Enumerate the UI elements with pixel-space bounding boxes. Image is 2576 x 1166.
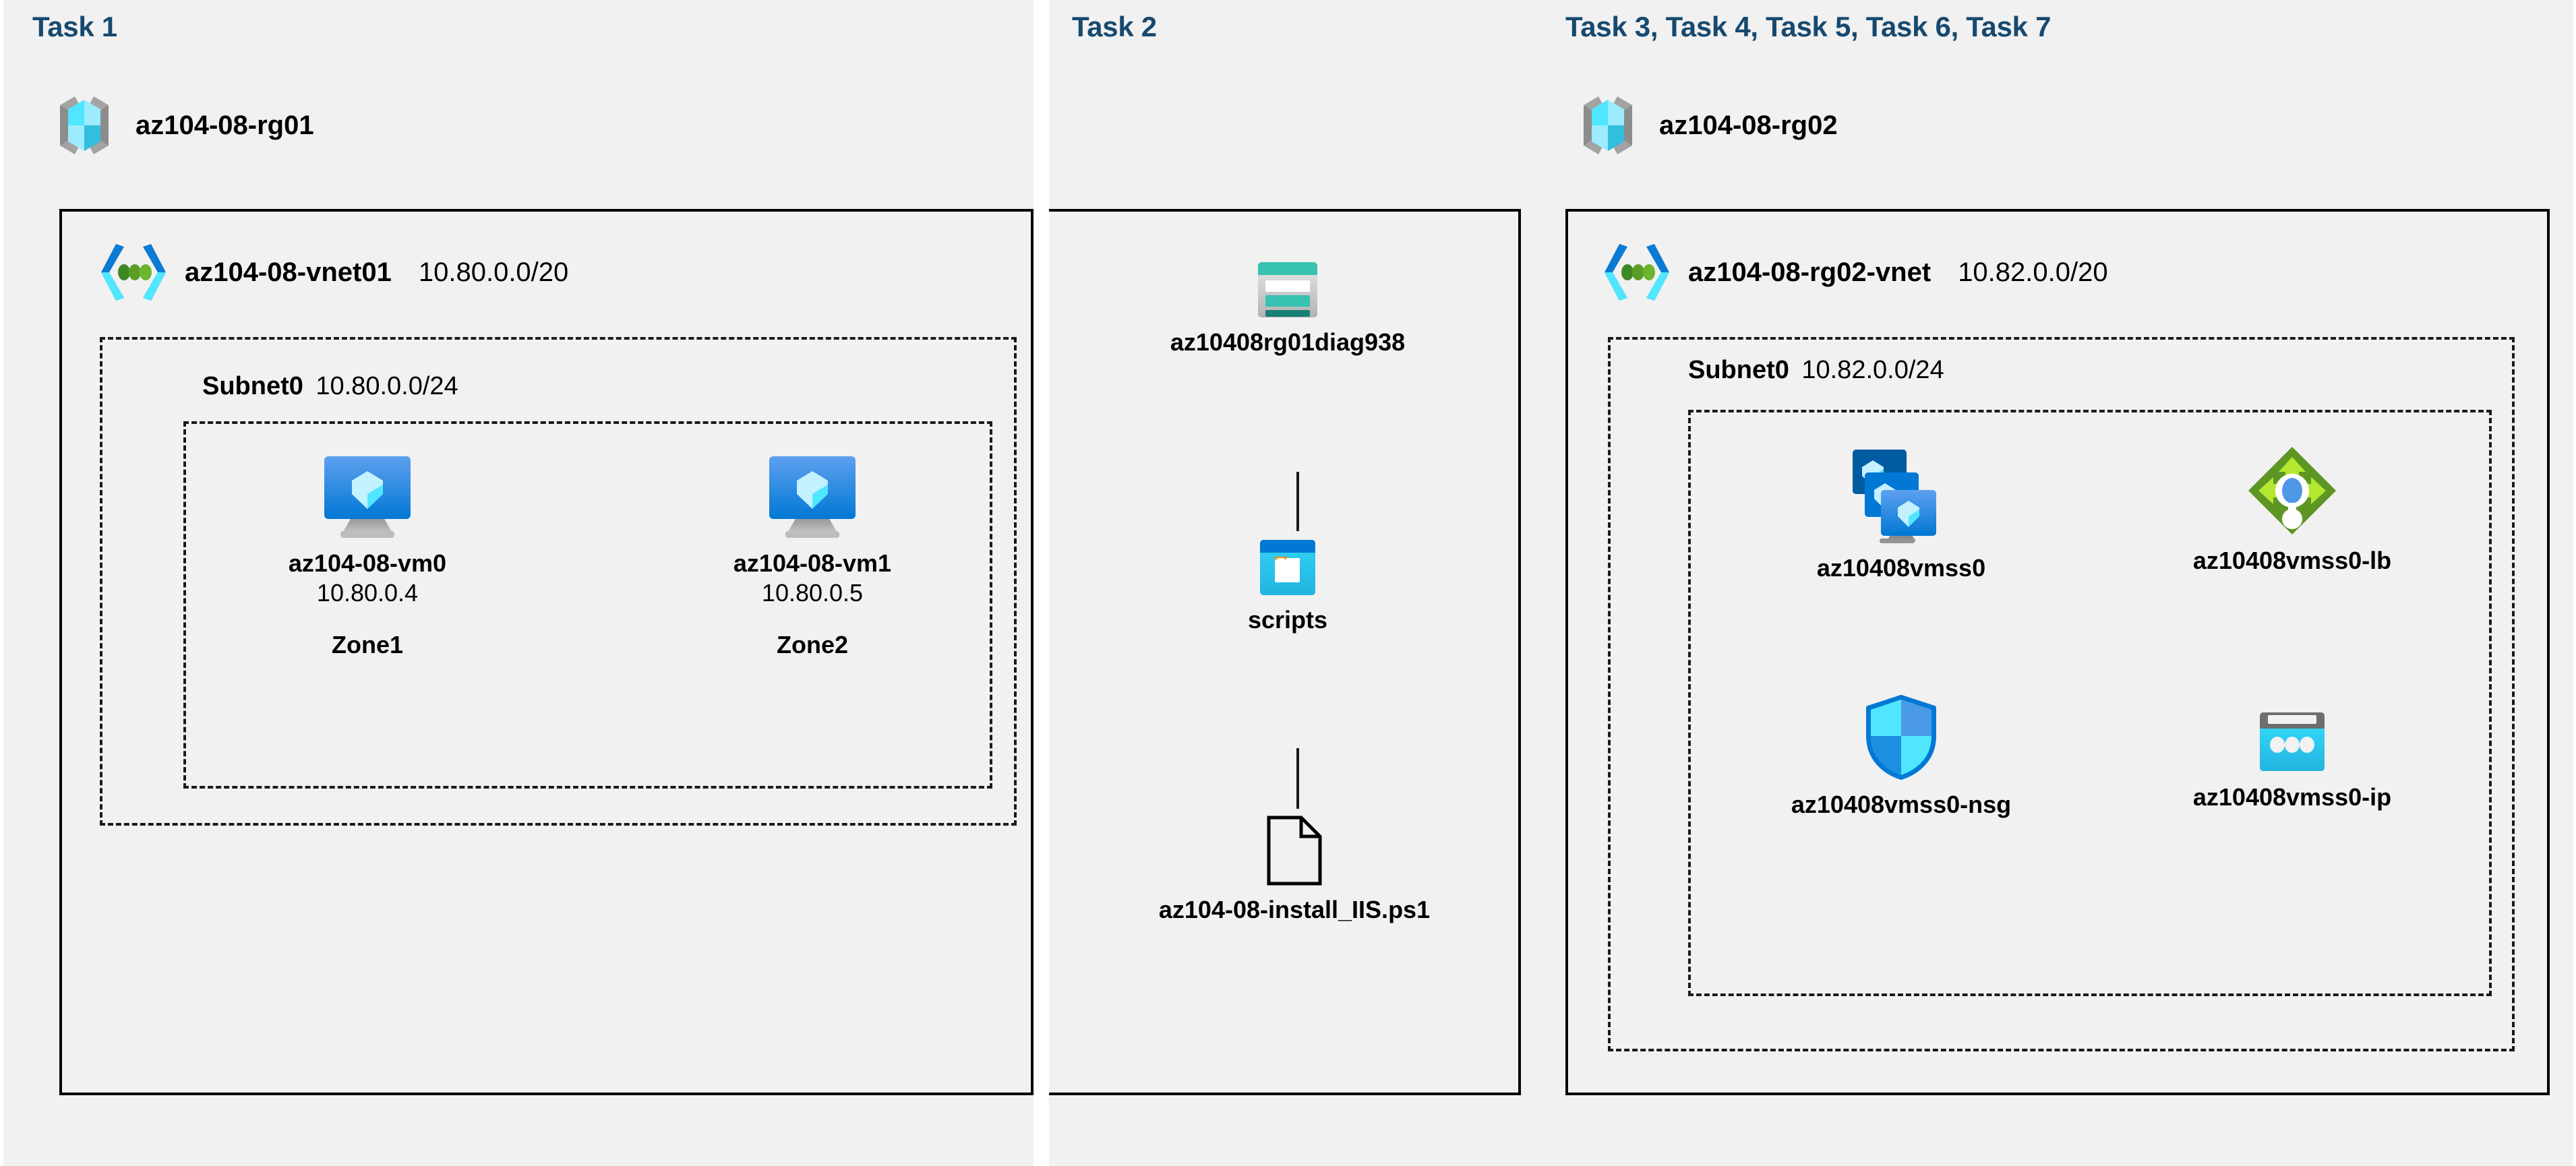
task1-subnet: Subnet0 10.80.0.0/24 — [202, 372, 458, 401]
vmss-label: az10408vmss0 — [1816, 554, 1986, 582]
task2-content-box — [1049, 209, 1521, 1095]
blob-container-node: scripts — [1153, 539, 1422, 635]
task3-resource-group: az104-08-rg02 — [1574, 89, 1838, 162]
storage-account-node: az10408rg01diag938 — [1119, 262, 1456, 357]
connector-container-to-file — [1296, 748, 1299, 809]
container-label: scripts — [1247, 606, 1328, 634]
task3-subnet: Subnet0 10.82.0.0/24 — [1688, 356, 1944, 385]
vm-scale-set-node: az10408vmss0 — [1753, 448, 2049, 583]
subnet-cidr: 10.80.0.0/24 — [316, 372, 458, 400]
vm-label: az104-08-vm0 — [288, 549, 447, 577]
vm-zone: Zone2 — [776, 630, 848, 658]
task3-vnet: az104-08-rg02-vnet 10.82.0.0/20 — [1603, 240, 2108, 305]
virtual-network-icon — [100, 240, 167, 305]
task1-resource-group: az104-08-rg01 — [51, 89, 314, 162]
virtual-machine-icon — [768, 455, 857, 539]
task1-subnet-box — [100, 337, 1017, 826]
vm-node-1: az104-08-vm1 10.80.0.5 Zone2 — [731, 455, 893, 659]
task1-title: Task 1 — [32, 11, 117, 42]
public-ip-address-icon — [2258, 711, 2326, 773]
storage-account-icon — [1257, 262, 1318, 318]
resource-group-icon — [51, 89, 118, 162]
connector-storage-to-container — [1296, 472, 1299, 531]
blob-container-icon — [1259, 539, 1316, 596]
subnet-cidr: 10.82.0.0/24 — [1801, 356, 1944, 384]
resource-group-icon — [1574, 89, 1642, 162]
virtual-machine-icon — [323, 455, 412, 539]
vnet-label: az104-08-rg02-vnet — [1688, 257, 1931, 287]
load-balancer-icon — [2246, 445, 2338, 536]
subnet-label: Subnet0 — [1688, 356, 1789, 384]
storage-account-label: az10408rg01diag938 — [1170, 328, 1406, 356]
subnet-label: Subnet0 — [202, 372, 303, 400]
resource-group-label: az104-08-rg02 — [1659, 110, 1838, 140]
network-security-group-node: az10408vmss0-nsg — [1739, 694, 2063, 820]
vm-ip: 10.80.0.4 — [316, 578, 419, 607]
resource-group-label: az104-08-rg01 — [136, 110, 314, 140]
file-document-icon — [1266, 816, 1323, 886]
vm-label: az104-08-vm1 — [733, 549, 892, 577]
network-security-group-icon — [1864, 694, 1938, 780]
vm-scale-set-icon — [1851, 448, 1951, 544]
vnet-cidr: 10.82.0.0/20 — [1958, 257, 2108, 287]
vm-zone: Zone1 — [331, 630, 403, 658]
vnet-cidr: 10.80.0.0/20 — [418, 257, 569, 287]
file-node: az104-08-install_IIS.ps1 — [1106, 816, 1483, 925]
task3-vnet-box — [1565, 209, 2550, 1095]
vm-ip: 10.80.0.5 — [761, 578, 864, 607]
task1-vnet: az104-08-vnet01 10.80.0.0/20 — [100, 240, 568, 305]
load-balancer-node: az10408vmss0-lb — [2144, 445, 2440, 576]
vnet-label: az104-08-vnet01 — [185, 257, 392, 287]
file-label: az104-08-install_IIS.ps1 — [1158, 896, 1431, 923]
task1-vnet-box — [59, 209, 1034, 1095]
public-ip-address-node: az10408vmss0-ip — [2137, 711, 2447, 812]
nsg-label: az10408vmss0-nsg — [1791, 791, 2012, 818]
public-ip-label: az10408vmss0-ip — [2192, 783, 2392, 811]
load-balancer-label: az10408vmss0-lb — [2192, 547, 2392, 574]
vm-node-0: az104-08-vm0 10.80.0.4 Zone1 — [287, 455, 448, 659]
virtual-network-icon — [1603, 240, 1671, 305]
task3-title: Task 3, Task 4, Task 5, Task 6, Task 7 — [1565, 11, 2051, 42]
task3-resource-group-box — [1688, 410, 2492, 996]
task2-title: Task 2 — [1072, 11, 1157, 42]
task3-subnet-box — [1608, 337, 2515, 1051]
task1-vm-group-box — [183, 421, 992, 789]
